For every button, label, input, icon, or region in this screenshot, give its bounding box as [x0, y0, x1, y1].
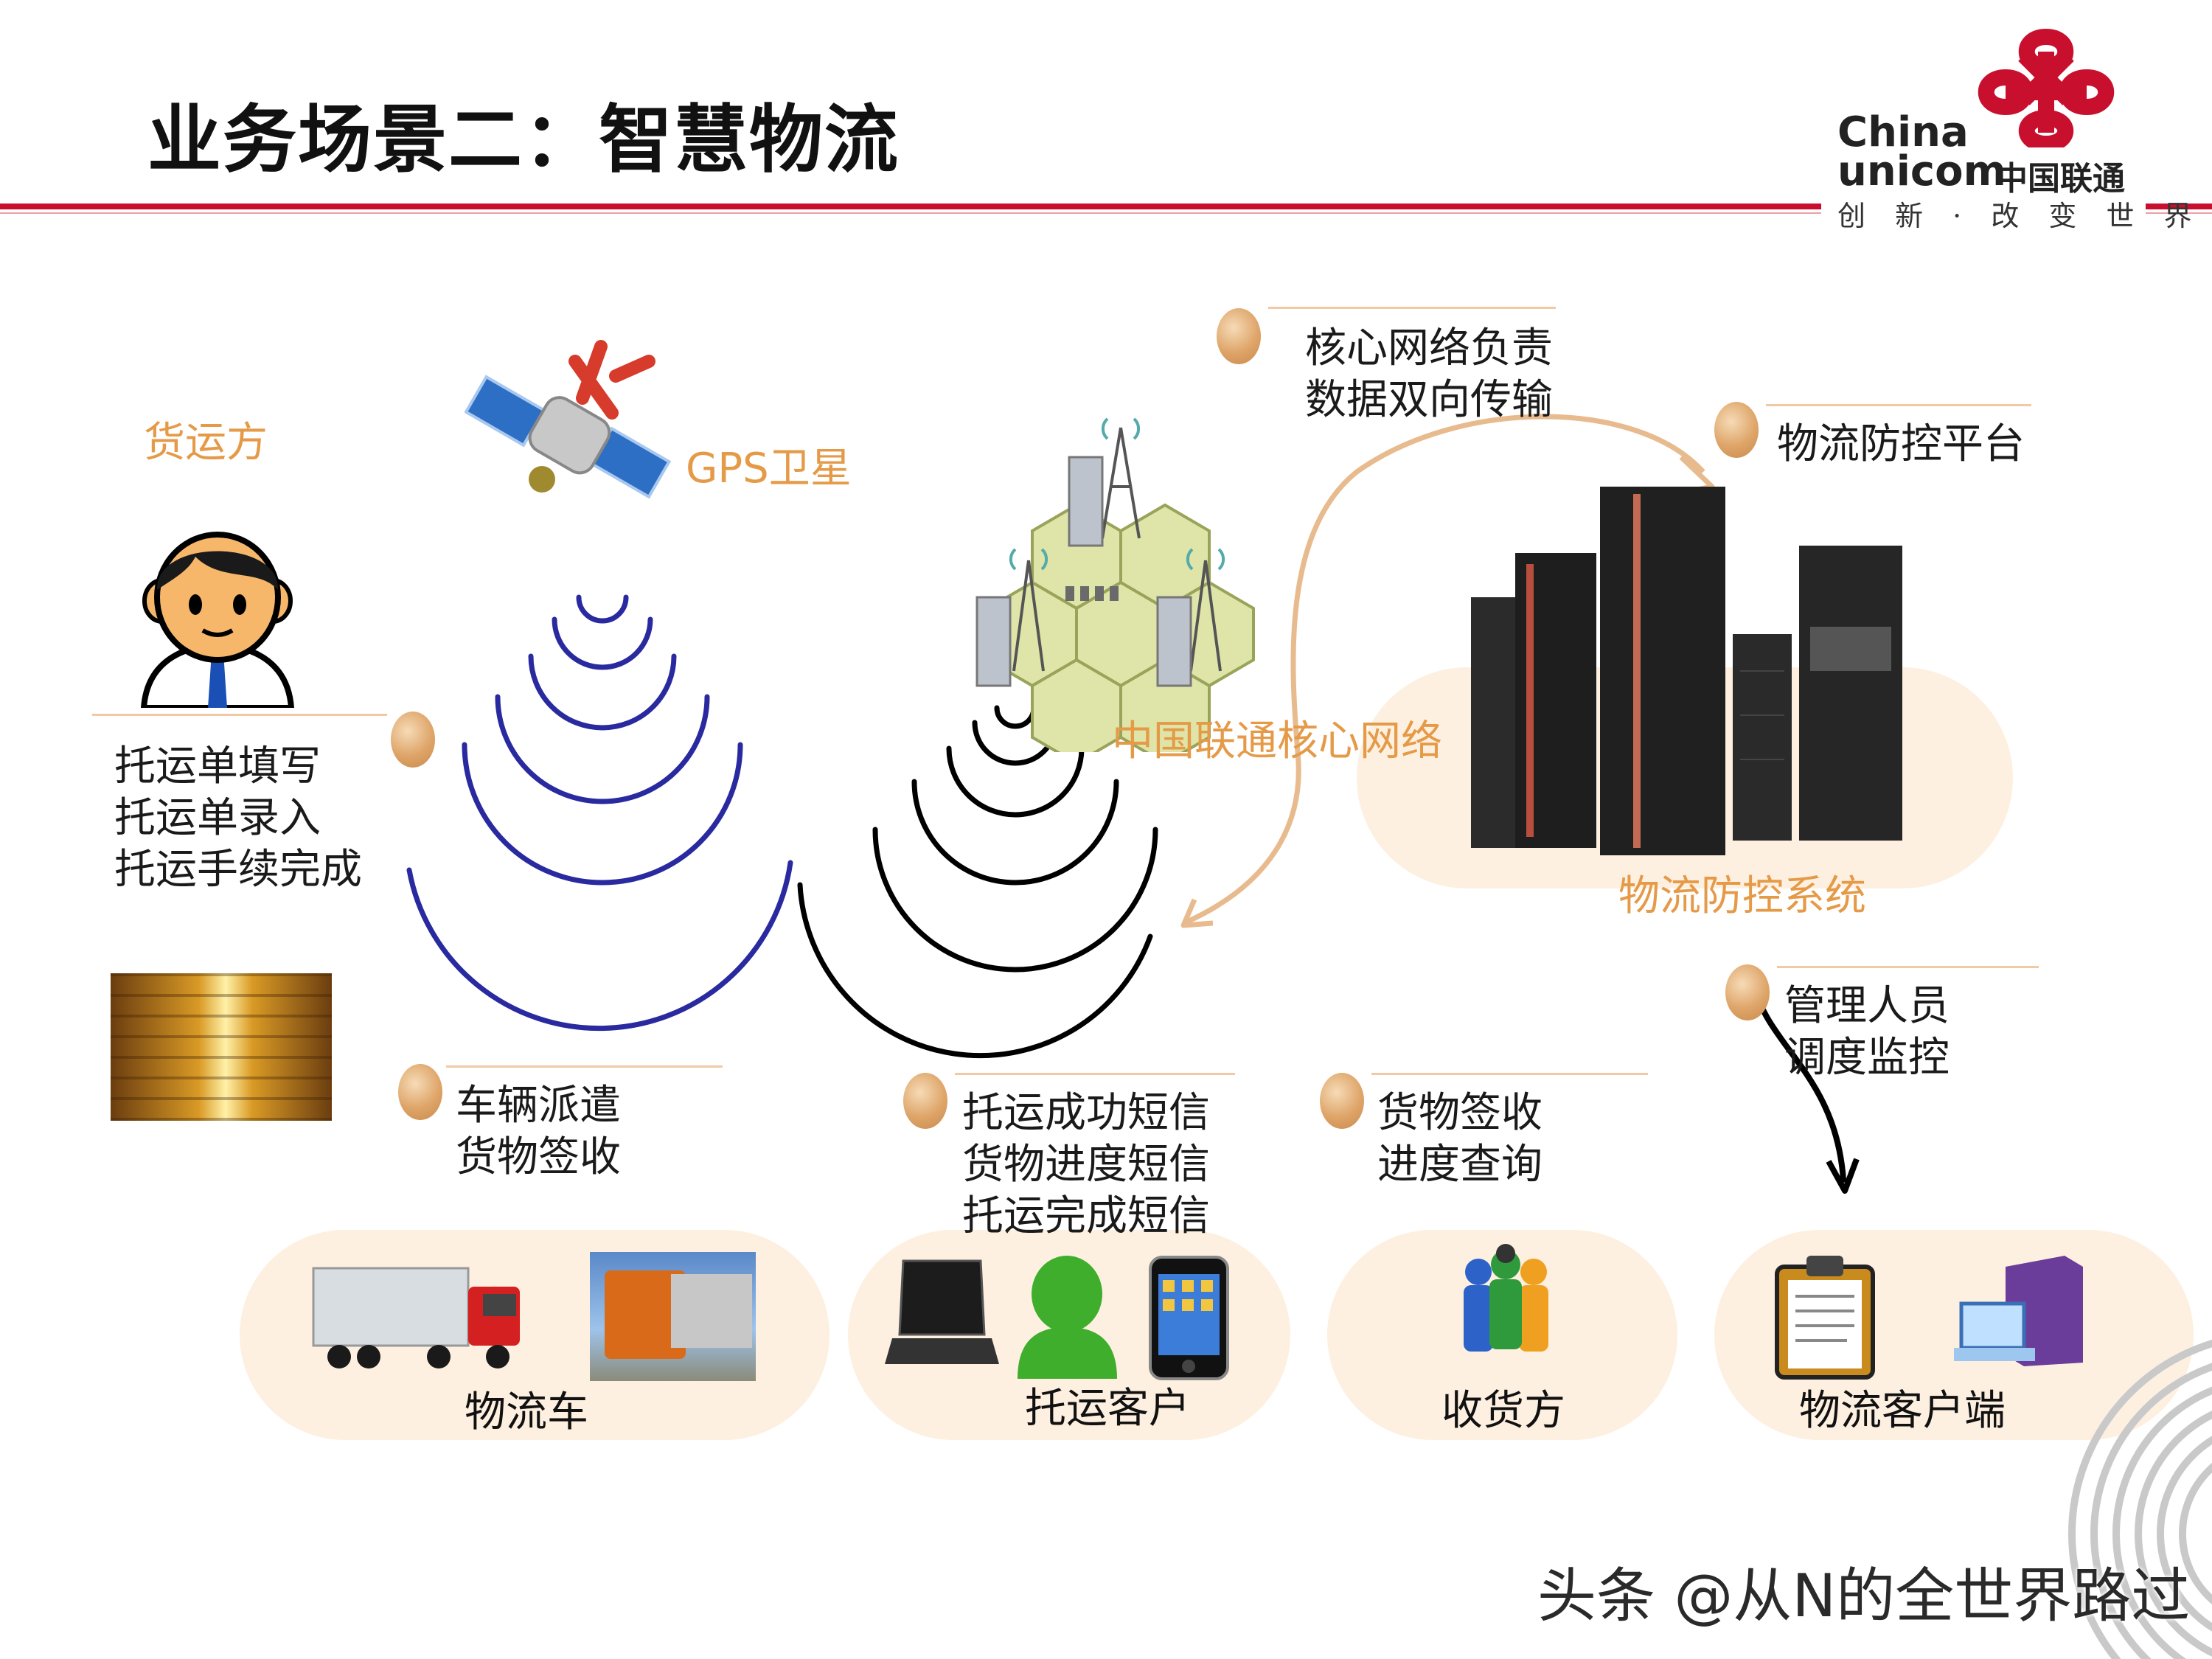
unicom-knot-logo [1978, 28, 2115, 147]
bullet-core-desc [1217, 308, 1261, 364]
truck-photo [590, 1252, 756, 1381]
laptop-icon [885, 1259, 999, 1364]
shipper-avatar [140, 532, 295, 708]
truck-endpoint-label: 物流车 [465, 1388, 588, 1436]
divider-shipper [92, 714, 387, 716]
divider-core-desc [1268, 307, 1556, 309]
vehicle-note: 车辆派遣 货物签收 [456, 1082, 621, 1181]
receiver-endpoint-label: 收货方 [1441, 1387, 1565, 1435]
control-system-label: 物流防控系统 [1618, 872, 1866, 920]
clipboard-icon [1775, 1256, 1875, 1380]
gps-label: GPS卫星 [686, 445, 852, 493]
bullet-shipper [391, 712, 435, 768]
desktop-computer-icon [1954, 1256, 2083, 1366]
receive-note: 货物签收 进度查询 [1377, 1089, 1543, 1189]
phone-icon [1149, 1256, 1229, 1380]
core-desc-note: 核心网络负责 数据双向传输 [1305, 324, 1553, 424]
divider-platform [1766, 404, 2031, 406]
bullet-receive [1320, 1073, 1364, 1129]
divider-receive [1371, 1073, 1648, 1075]
gps-signal-waves [406, 594, 793, 1032]
logo-backdrop [1821, 192, 2146, 229]
server-cluster-icon [1471, 487, 1902, 855]
core-network-label: 中国联通核心网络 [1112, 717, 1442, 765]
corner-decoration [2068, 1339, 2212, 1659]
warehouse-image [111, 973, 332, 1121]
manager-note: 管理人员 调度监控 [1784, 982, 1950, 1082]
watermark: 头条 @从N的全世界路过 [1537, 1562, 2191, 1630]
truck-icon [312, 1267, 520, 1368]
bullet-vehicle [398, 1064, 442, 1120]
customer-person-icon [1018, 1256, 1117, 1379]
bullet-platform [1714, 402, 1759, 458]
satellite-icon [465, 340, 672, 499]
logo-chinese: 中国联通 [1995, 160, 2125, 198]
shipper-steps-note: 托运单填写 托运单录入 托运手续完成 [114, 742, 362, 894]
header-divider [0, 204, 2212, 209]
bullet-sms [903, 1073, 947, 1129]
platform-note: 物流防控平台 [1777, 420, 2025, 468]
logo-unicom: unicom [1837, 147, 2006, 195]
logo-slogan: 创 新 · 改 变 世 界 [1837, 200, 2202, 232]
client-endpoint-label: 物流客户端 [1799, 1387, 2006, 1435]
divider-sms [955, 1073, 1235, 1075]
customer-endpoint-label: 托运客户 [1025, 1385, 1190, 1433]
core-network-icon [975, 417, 1255, 752]
shipper-label: 货运方 [144, 419, 268, 467]
header-divider-shadow [0, 212, 2212, 214]
bullet-manager [1725, 964, 1770, 1020]
page-title: 业务场景二：智慧物流 [147, 97, 900, 183]
divider-vehicle [446, 1065, 723, 1068]
logo-china: China [1837, 108, 1969, 156]
divider-manager [1777, 966, 2039, 968]
sms-note: 托运成功短信 货物进度短信 托运完成短信 [962, 1089, 1210, 1240]
receiver-group-icon [1464, 1244, 1548, 1352]
